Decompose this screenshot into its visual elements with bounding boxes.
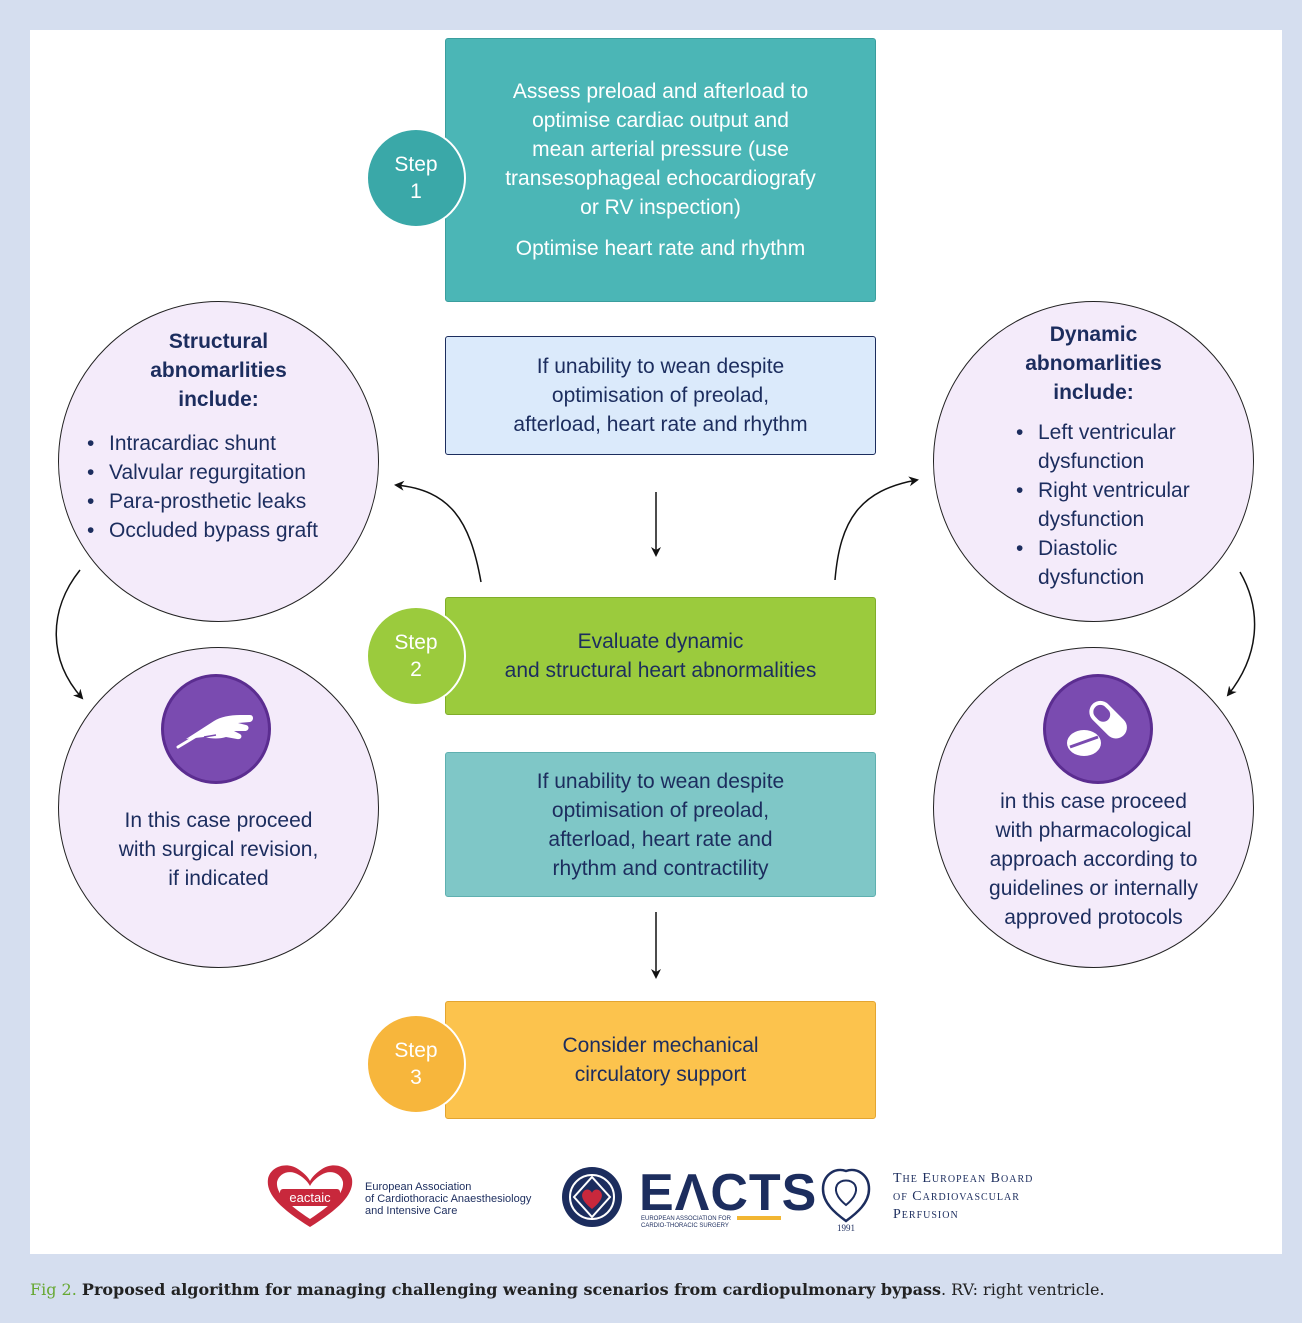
step1-badge: Step 1 [366, 128, 466, 228]
step2-box: Evaluate dynamic and structural heart ab… [445, 597, 876, 715]
pills-icon [1043, 674, 1153, 784]
arrow-structural-to-surgical [55, 569, 84, 700]
structural-heading: Structural abnomarlities include: [150, 330, 287, 411]
eacts-wordmark: EΛCTS [639, 1164, 818, 1222]
structural-abnormalities-circle: Structural abnomarlities include: Intrac… [58, 301, 379, 622]
figure-title: Proposed algorithm for managing challeng… [81, 1280, 941, 1299]
step1-box: Assess preload and afterload to optimise… [445, 38, 876, 302]
condition1-box: If unability to wean despite optimisatio… [445, 336, 876, 455]
list-item: Intracardiac shunt [85, 429, 318, 458]
list-item: Occluded bypass graft [85, 516, 318, 545]
arrow-step2-to-dynamic [834, 476, 919, 581]
dynamic-abnormalities-circle: Dynamic abnomarlities include: Left vent… [933, 301, 1254, 622]
ebcp-name: The European Board of Cardiovascular Per… [893, 1171, 1034, 1222]
step2-badge-number: 2 [410, 658, 422, 681]
step1-text: Assess preload and afterload to optimise… [505, 80, 816, 219]
step3-badge-label: Step [394, 1039, 438, 1062]
eactaic-name: European Association of Cardiothoracic A… [365, 1181, 532, 1217]
step1-badge-number: 1 [410, 180, 422, 203]
arrow-dynamic-to-pharma [1226, 571, 1256, 697]
eactaic-logo: eactaic [267, 1165, 353, 1227]
figure-caption-rest: . RV: right ventricle. [940, 1280, 1105, 1299]
eactaic-mark-text: eactaic [289, 1190, 331, 1205]
ebcp-year: 1991 [837, 1223, 855, 1233]
pharmacological-circle: in this case proceed with pharmacologica… [933, 647, 1254, 968]
pharma-text: in this case proceed with pharmacologica… [989, 790, 1198, 929]
figure-caption: Fig 2. Proposed algorithm for managing c… [30, 1280, 1282, 1299]
dynamic-heading: Dynamic abnomarlities include: [1025, 323, 1162, 404]
list-item: Para-prosthetic leaks [85, 487, 318, 516]
eacts-subtitle: EUROPEAN ASSOCIATION FOR CARDIO-THORACIC… [641, 1216, 731, 1229]
step2-badge: Step 2 [366, 606, 466, 706]
list-item: Valvular regurgitation [85, 458, 318, 487]
step3-badge: Step 3 [366, 1014, 466, 1114]
condition2-box: If unability to wean despite optimisatio… [445, 752, 876, 897]
arrow-step2-to-structural [394, 480, 482, 583]
step2-badge-label: Step [394, 631, 438, 654]
structural-list: Intracardiac shunt Valvular regurgitatio… [85, 429, 318, 545]
scalpel-hand-icon [161, 674, 271, 784]
step3-box: Consider mechanical circulatory support [445, 1001, 876, 1119]
step3-badge-number: 3 [410, 1066, 422, 1089]
surgical-text: In this case proceed with surgical revis… [118, 809, 319, 890]
step1-badge-label: Step [394, 153, 438, 176]
surgical-revision-circle: In this case proceed with surgical revis… [58, 647, 379, 968]
ebcp-emblem: 1991 [821, 1168, 871, 1233]
step1-text-heart-rate: Optimise heart rate and rhythm [515, 237, 806, 260]
eacts-accent-bar [737, 1216, 781, 1220]
eacts-emblem [562, 1167, 622, 1227]
figure-number: Fig 2. [30, 1280, 77, 1299]
